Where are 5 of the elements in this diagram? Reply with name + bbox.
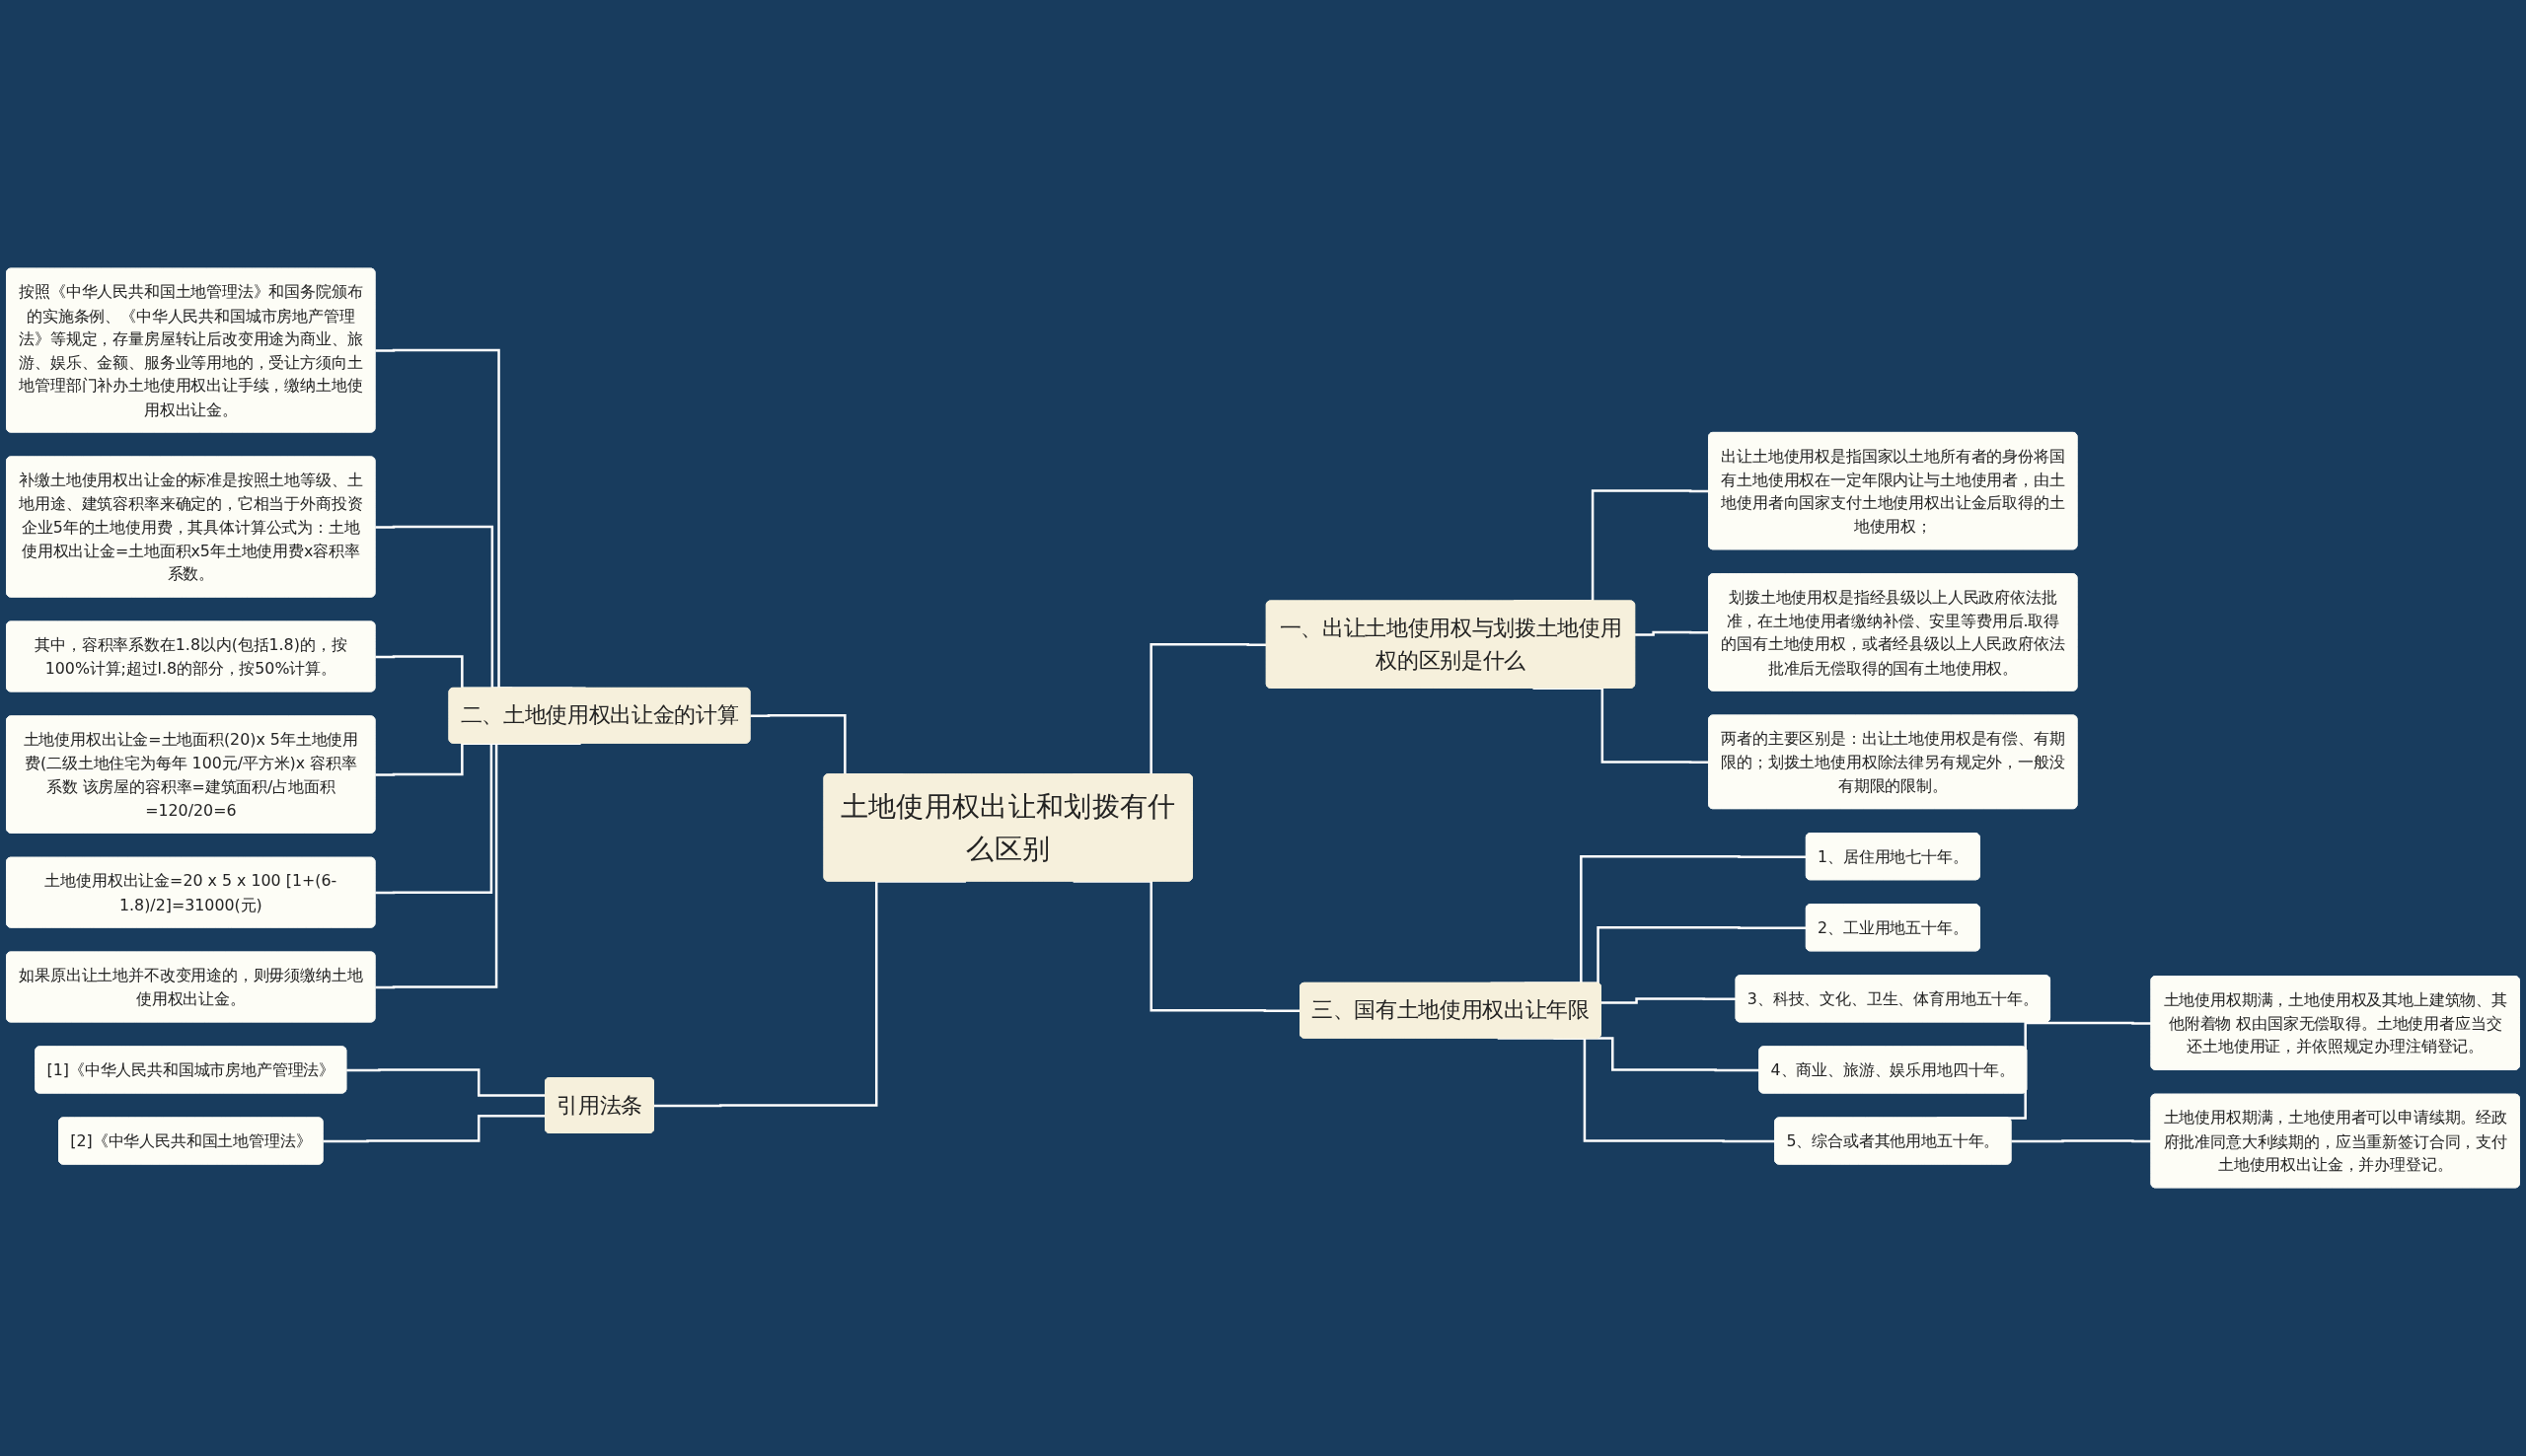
- connector: [323, 1115, 546, 1143]
- connector: [1600, 997, 1737, 1004]
- connector: [2011, 1139, 2152, 1143]
- connector: [1635, 630, 1710, 636]
- connector: [346, 1068, 546, 1097]
